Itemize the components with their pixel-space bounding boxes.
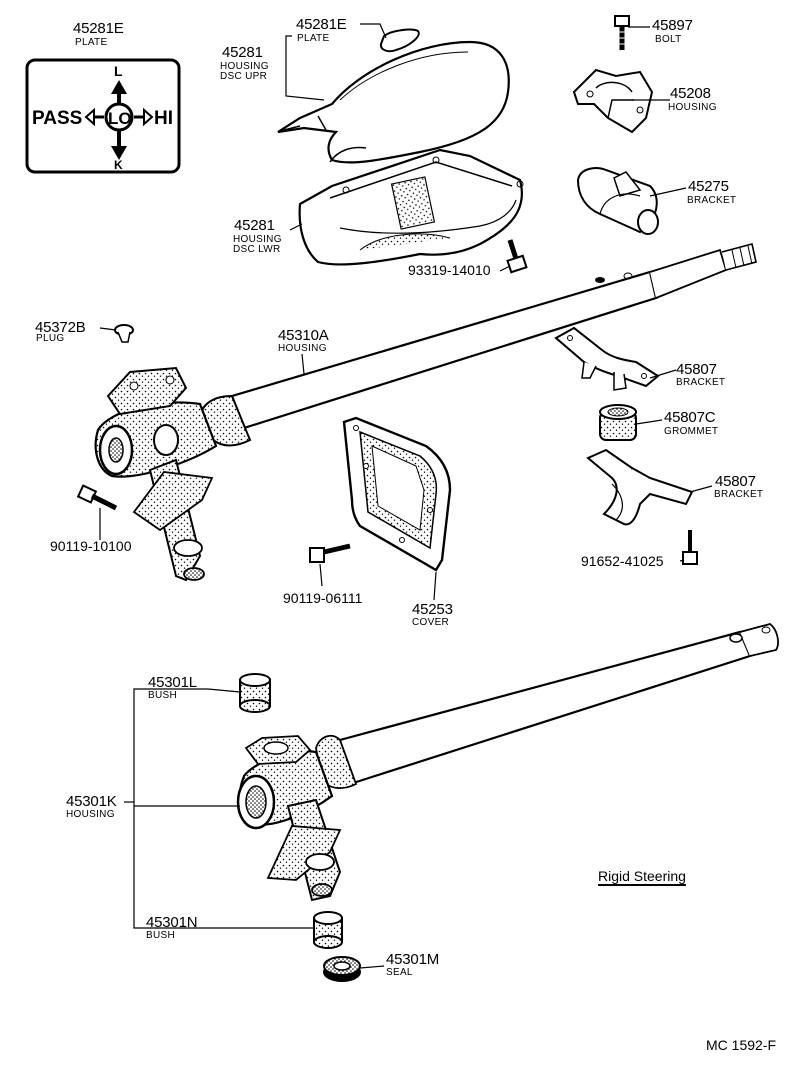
label-45301n-name: BUSH: [146, 930, 175, 941]
leader-lines: [99, 23, 713, 969]
label-45807b-name: BRACKET: [714, 489, 764, 500]
bracket-45807b-drawing: [586, 448, 694, 526]
plate-lo-text: LO: [108, 109, 132, 128]
column-housing-45310a-drawing: [94, 243, 757, 582]
bracket-45807a-drawing: [554, 326, 660, 391]
label-45301n-number: 45301N: [146, 914, 198, 931]
label-45301l-name: BUSH: [148, 690, 177, 701]
label-45281e-top-name: PLATE: [297, 33, 330, 44]
label-45275-name: BRACKET: [687, 195, 737, 206]
lower-housing-drawing: [298, 148, 524, 266]
label-45281-upper-name-2: DSC UPR: [220, 71, 268, 82]
label-45275-number: 45275: [688, 178, 729, 195]
plate-pass-text: PASS: [32, 108, 82, 129]
plate-up-text: L: [114, 63, 123, 79]
housing-45208-drawing: [572, 68, 654, 134]
label-45281-upper-number: 45281: [222, 44, 263, 61]
label-45301k-name: HOUSING: [66, 809, 115, 820]
label-45281e-left-number: 45281E: [73, 20, 124, 37]
label-45807b-number: 45807: [715, 473, 756, 490]
column-housing-45301k-drawing: [236, 623, 779, 902]
label-90119-10100-number: 90119-10100: [50, 538, 132, 554]
label-45372b-name: PLUG: [36, 333, 65, 344]
label-45208-name: HOUSING: [668, 102, 717, 113]
label-45897-name: BOLT: [655, 34, 682, 45]
diagram-code: MC 1592-F: [706, 1037, 777, 1053]
label-45301k-number: 45301K: [66, 793, 117, 810]
label-91652-number: 91652-41025: [581, 553, 664, 569]
plate-part-drawing: [379, 28, 420, 53]
bolt-93319-drawing: [506, 239, 528, 274]
label-45281e-left-name: PLATE: [75, 37, 108, 48]
rigid-steering-note: Rigid Steering: [598, 868, 686, 884]
bush-45301n-drawing: [313, 911, 343, 949]
label-90119-06111-number: 90119-06111: [283, 590, 363, 606]
bolt-45897-drawing: [614, 15, 630, 50]
label-45281-lower-number: 45281: [234, 217, 275, 234]
label-45253-number: 45253: [412, 601, 453, 618]
bolt-90119-06111-drawing: [309, 543, 351, 563]
bolt-90119-10100-drawing: [76, 484, 118, 511]
label-45310a-number: 45310A: [278, 327, 329, 344]
label-45897-number: 45897: [652, 17, 693, 34]
bush-45301l-drawing: [239, 673, 271, 713]
cover-45253-drawing: [342, 416, 452, 572]
bolt-91652-drawing: [682, 530, 698, 565]
plate-down-text: K: [114, 158, 123, 172]
bracket-45275-drawing: [576, 167, 659, 235]
seal-45301m-drawing: [323, 956, 361, 982]
label-45310a-name: HOUSING: [278, 343, 327, 354]
label-45253-name: COVER: [412, 617, 450, 628]
plate-hi-text: HI: [154, 108, 173, 129]
label-45281-lower-name-1: HOUSING: [233, 234, 282, 245]
label-45301l-number: 45301L: [148, 674, 197, 691]
plate-graphic: PASS LO HI L K: [25, 58, 181, 174]
label-45807a-name: BRACKET: [676, 377, 726, 388]
label-45281e-top-number: 45281E: [296, 16, 347, 33]
upper-housing-drawing: [277, 40, 510, 164]
label-45281-upper-name-1: HOUSING: [220, 61, 269, 72]
plug-45372b-drawing: [114, 324, 134, 343]
label-45281-lower-name-2: DSC LWR: [233, 244, 281, 255]
label-45208-number: 45208: [670, 85, 711, 102]
grommet-45807c-drawing: [599, 404, 637, 441]
label-45807a-number: 45807: [676, 361, 717, 378]
label-45372b-number: 45372B: [35, 319, 86, 336]
label-45807c-name: GROMMET: [664, 426, 719, 437]
label-45807c-number: 45807C: [664, 409, 716, 426]
label-45301m-name: SEAL: [386, 967, 413, 978]
label-45301m-number: 45301M: [386, 951, 440, 968]
label-93319-number: 93319-14010: [408, 262, 491, 278]
